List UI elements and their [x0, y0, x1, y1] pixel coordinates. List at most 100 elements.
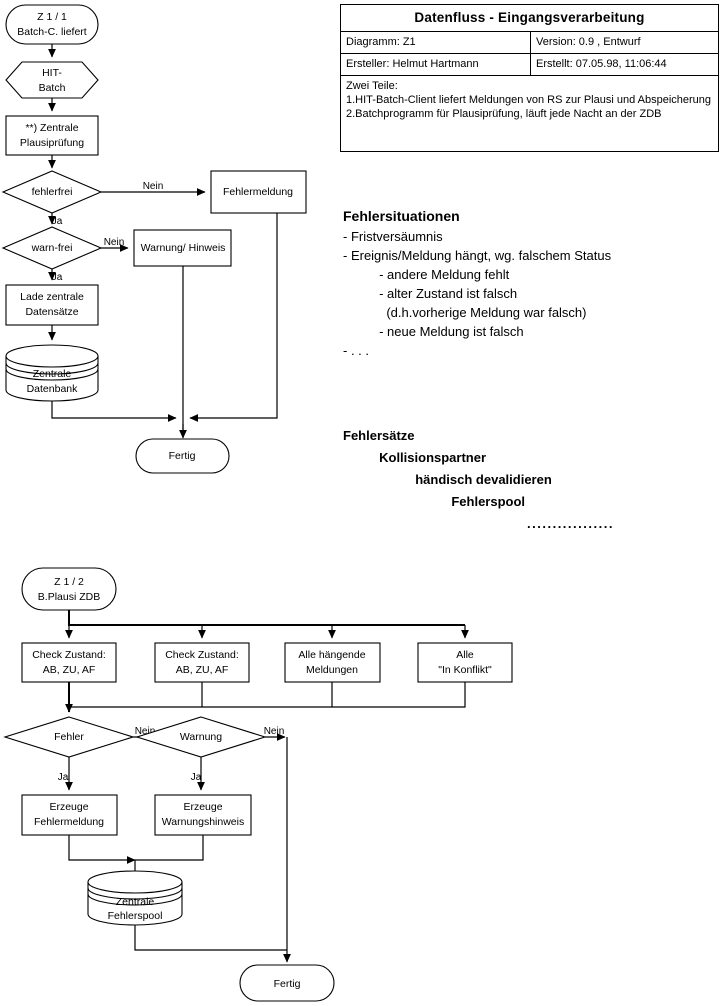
label-nein-fehler: Nein: [135, 726, 156, 737]
top-plausi-line1: **) Zentrale: [25, 122, 78, 134]
label-ja-fehler: Ja: [58, 772, 69, 783]
top-decision-warnfrei: warn-frei: [1, 226, 103, 270]
label-ja-fehlerfrei: Ja: [52, 216, 63, 227]
bottom-database-fehlerspool: Zentrale Fehlerspool: [87, 870, 183, 926]
version-cell: Version: 0.9 , Entwurf: [536, 36, 641, 48]
label-nein-fehlerfrei: Nein: [143, 181, 164, 192]
bottom-box-4-line1: Alle: [456, 649, 474, 661]
fehlerspool-line2: Fehlerspool: [108, 910, 163, 922]
author-cell: Ersteller: Helmut Hartmann: [341, 54, 531, 75]
conn-collect-4: [69, 682, 466, 708]
conn-bottom-fanout-bus: [68, 610, 465, 626]
fehlersituationen-line: - Fristversäumnis: [343, 229, 443, 244]
label-ja-warnfrei: Ja: [52, 272, 63, 283]
top-warnfrei-label: warn-frei: [31, 242, 73, 254]
title-block-row-author: Ersteller: Helmut Hartmann Erstellt: 07.…: [341, 54, 718, 76]
title-block-row-notes: Zwei Teile: 1.HIT-Batch-Client liefert M…: [341, 76, 718, 151]
bottom-box-3-line1: Alle hängende: [298, 649, 365, 661]
conn-fehlermeldung-to-merge: [189, 213, 278, 422]
top-process-plausipruefung: **) Zentrale Plausiprüfung: [5, 115, 99, 156]
erzeuge-warnung-line2: Warnungshinweis: [162, 816, 244, 828]
erzeuge-warnung-line1: Erzeuge: [183, 801, 222, 813]
bottom-end-label: Fertig: [274, 978, 301, 990]
bottom-decision-warnung: Warnung: [135, 716, 267, 758]
top-start-line2: Batch-C. liefert: [17, 26, 87, 38]
top-plausi-line2: Plausiprüfung: [20, 137, 84, 149]
fehlersituationen-block: Fehlersituationen - Fristversäumnis - Er…: [343, 208, 719, 360]
conn-erzeuge-fehler-to-spool: [68, 835, 136, 864]
fehlersituationen-line: (d.h.vorherige Meldung war falsch): [343, 305, 587, 320]
title-block: Datenfluss - Eingangsverarbeitung Diagra…: [340, 4, 719, 152]
conn-spool-to-end: [134, 925, 287, 951]
title-block-row-diagram: Diagramm: Z1 Version: 0.9 , Entwurf: [341, 32, 718, 54]
conn-db-to-merge: [51, 401, 177, 422]
bottom-end-terminal: Fertig: [239, 964, 335, 1002]
bottom-box-erzeuge-warnungshinweis: Erzeuge Warnungshinweis: [154, 794, 252, 836]
fehlerspool-line1: Zentrale: [116, 896, 155, 908]
note-2: 2.Batchprogramm für Plausiprüfung, läuft…: [346, 108, 662, 120]
fehlersaetze-dots: .................: [343, 516, 614, 531]
top-start-terminal: Z 1 / 1 Batch-C. liefert: [5, 4, 99, 45]
created-cell: Erstellt: 07.05.98, 11:06:44: [536, 58, 667, 70]
erzeuge-fehler-line1: Erzeuge: [49, 801, 88, 813]
diagram-title: Datenfluss - Eingangsverarbeitung: [414, 10, 645, 25]
label-nein-warnfrei: Nein: [104, 237, 125, 248]
bottom-decision-fehler: Fehler: [3, 716, 135, 758]
diagram-id-cell: Diagramm: Z1: [341, 32, 531, 53]
top-db-line2: Datenbank: [27, 383, 79, 395]
bottom-box-erzeuge-fehlermeldung: Erzeuge Fehlermeldung: [21, 794, 118, 836]
top-end-terminal: Fertig: [135, 438, 230, 474]
note-1: 1.HIT-Batch-Client liefert Meldungen von…: [346, 94, 712, 106]
fehlersaetze-line: Fehlersätze: [343, 428, 415, 443]
notes-heading: Zwei Teile:: [346, 80, 398, 92]
bottom-fehler-label: Fehler: [54, 731, 84, 743]
notes-cell: Zwei Teile: 1.HIT-Batch-Client liefert M…: [341, 76, 718, 151]
top-box-warnung-hinweis: Warnung/ Hinweis: [133, 229, 232, 267]
bottom-box-1: Check Zustand: AB, ZU, AF: [21, 642, 117, 683]
top-box-fehlermeldung: Fehlermeldung: [210, 170, 307, 214]
top-db-line1: Zentrale: [33, 368, 72, 380]
top-hex-line2: Batch: [39, 82, 66, 94]
fehlersituationen-line: - neue Meldung ist falsch: [343, 324, 524, 339]
label-nein-warnung: Nein: [264, 726, 285, 737]
fehlersituationen-line: - . . .: [343, 343, 369, 358]
top-lade-line1: Lade zentrale: [20, 291, 84, 303]
top-fehlerfrei-label: fehlerfrei: [32, 186, 73, 198]
bottom-start-line2: B.Plausi ZDB: [38, 591, 100, 603]
erzeuge-fehler-line2: Fehlermeldung: [34, 816, 104, 828]
top-lade-line2: Datensätze: [25, 306, 78, 318]
fehlersaetze-line: händisch devalidieren: [343, 472, 552, 487]
bottom-box-2: Check Zustand: AB, ZU, AF: [154, 642, 250, 683]
conn-erzeuge-warnung-to-spool: [135, 835, 204, 861]
fehlersaetze-line: Fehlerspool: [343, 494, 526, 509]
top-database-zentrale-datenbank: Zentrale Datenbank: [5, 344, 99, 402]
top-end-label: Fertig: [169, 450, 196, 462]
fehlersaetze-line: Kollisionspartner: [343, 450, 487, 465]
bottom-box-1-line2: AB, ZU, AF: [43, 664, 96, 676]
fehlersituationen-line: - alter Zustand ist falsch: [343, 286, 518, 301]
label-ja-warnung: Ja: [191, 772, 202, 783]
top-fehlermeldung-label: Fehlermeldung: [223, 186, 293, 198]
fehlersaetze-block: Fehlersätze Kollisionspartner händisch d…: [343, 425, 719, 535]
bottom-box-3-line2: Meldungen: [306, 664, 358, 676]
fehlersituationen-line: - andere Meldung fehlt: [343, 267, 510, 282]
bottom-box-3: Alle hängende Meldungen: [284, 642, 381, 683]
title-block-title-row: Datenfluss - Eingangsverarbeitung: [341, 5, 718, 32]
top-decision-fehlerfrei: fehlerfrei: [1, 170, 103, 214]
bottom-box-2-line1: Check Zustand:: [165, 649, 239, 661]
bottom-warnung-label: Warnung: [180, 731, 222, 743]
top-hex-line1: HIT-: [42, 67, 62, 79]
top-process-lade-zentrale: Lade zentrale Datensätze: [5, 284, 99, 326]
bottom-start-terminal: Z 1 / 2 B.Plausi ZDB: [21, 567, 117, 611]
top-warnung-label: Warnung/ Hinweis: [141, 242, 226, 254]
bottom-box-4: Alle "In Konflikt": [417, 642, 513, 683]
bottom-start-line1: Z 1 / 2: [54, 576, 84, 588]
fehlersituationen-heading: Fehlersituationen: [343, 208, 460, 224]
bottom-box-1-line1: Check Zustand:: [32, 649, 106, 661]
bottom-box-2-line2: AB, ZU, AF: [176, 664, 229, 676]
bottom-box-4-line2: "In Konflikt": [438, 664, 492, 676]
fehlersituationen-line: - Ereignis/Meldung hängt, wg. falschem S…: [343, 248, 612, 263]
top-start-line1: Z 1 / 1: [37, 11, 67, 23]
